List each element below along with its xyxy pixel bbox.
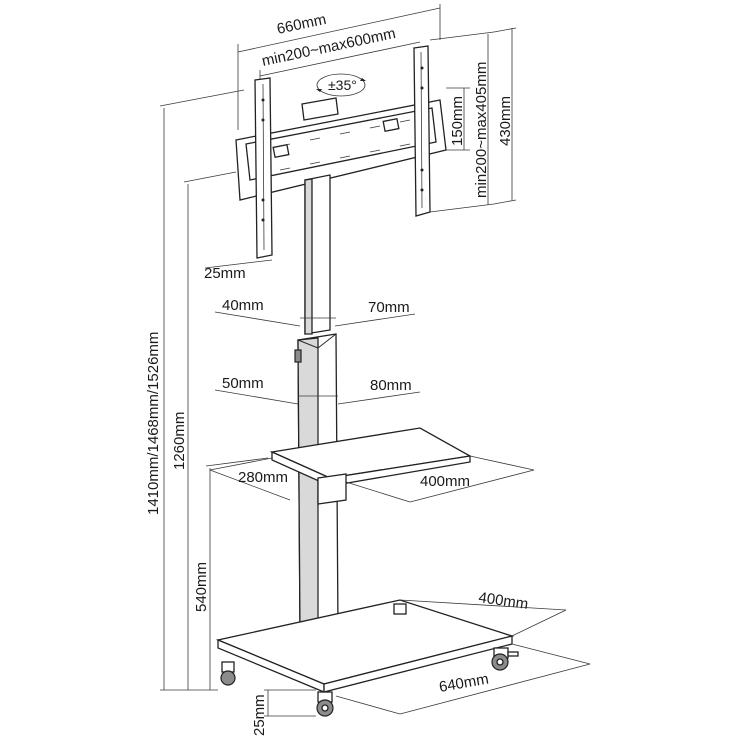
label-arm-width: 25mm xyxy=(204,265,246,282)
caster-wheel-left xyxy=(220,661,236,686)
dimension-vesa-height: min200~max405mm xyxy=(429,31,495,213)
label-shelf-depth: 280mm xyxy=(238,469,288,486)
label-bracket-height: 150mm xyxy=(449,96,466,146)
dimension-shelf-width: 400mm xyxy=(345,455,535,503)
caster-wheel-back xyxy=(393,603,407,615)
dimension-1260mm: 1260mm xyxy=(171,171,237,690)
label-lower-pole-a: 50mm xyxy=(222,375,264,392)
label-base-to-shelf: 540mm xyxy=(193,562,210,612)
dimension-upper-pole: 40mm 70mm xyxy=(214,297,416,327)
label-vesa-height: min200~max405mm xyxy=(473,62,490,198)
caster-wheel-front xyxy=(316,691,334,717)
label-upper-pole-a: 40mm xyxy=(222,297,264,314)
label-tilt: ±35° xyxy=(328,77,357,93)
label-lower-pole-b: 80mm xyxy=(370,377,412,394)
dimension-150mm: 150mm xyxy=(446,87,470,151)
label-upper-pole-b: 70mm xyxy=(368,299,410,316)
dimension-540mm: 540mm xyxy=(193,457,269,690)
dimension-total-height: 1410mm/1468mm/1526mm xyxy=(145,89,245,691)
dimension-430mm: 430mm xyxy=(493,27,517,205)
dimension-25mm-arm: 25mm xyxy=(204,259,273,282)
caster-wheel-right xyxy=(491,647,519,671)
label-shelf-height: 1260mm xyxy=(171,412,188,470)
pole xyxy=(294,174,343,641)
label-base-depth: 400mm xyxy=(477,589,529,613)
base-plate xyxy=(215,599,515,693)
dimension-base-depth: 400mm xyxy=(399,589,567,637)
label-wheel-height: 25mm xyxy=(251,694,268,736)
label-bracket-total-height: 430mm xyxy=(497,96,514,146)
dimension-shelf-depth: 280mm xyxy=(209,457,291,501)
glass-shelf xyxy=(269,427,472,505)
label-total-height: 1410mm/1468mm/1526mm xyxy=(145,332,162,515)
label-shelf-width: 400mm xyxy=(420,473,470,490)
dimension-lower-pole: 50mm 80mm xyxy=(214,375,421,405)
tilt-indicator: ±35° xyxy=(316,73,366,97)
dimension-wheel-height: 25mm xyxy=(251,689,316,736)
